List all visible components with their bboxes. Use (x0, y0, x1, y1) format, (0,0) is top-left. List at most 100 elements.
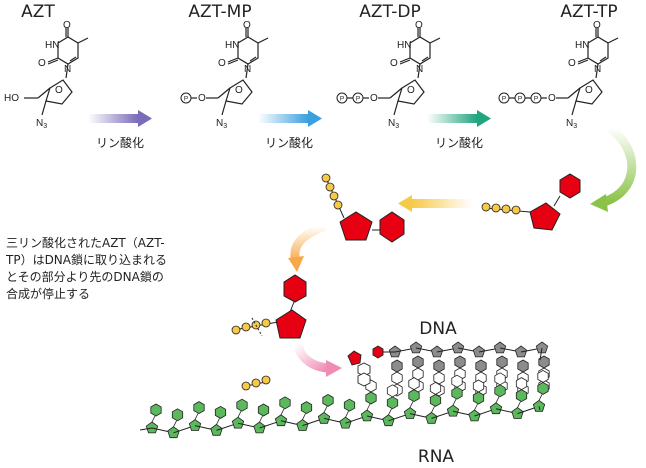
dna-sugar (493, 341, 507, 354)
rna-sugar (253, 421, 266, 434)
rna-sugar (210, 423, 223, 436)
arrow-label-3: リン酸化 (435, 135, 483, 150)
arrow-yellow (398, 195, 472, 212)
title-azt: AZT (21, 2, 55, 22)
pyrimidine-ring (587, 36, 609, 65)
atom-o-left: O (218, 58, 226, 69)
rna-sugar (446, 404, 460, 417)
molecule-azt-dp: O HN O N O O P P N3 (336, 20, 441, 130)
pyrimidine-ring (237, 36, 259, 65)
dna-sugar (451, 341, 465, 354)
incorporated-azt (347, 345, 384, 387)
rna-sugar (511, 407, 524, 419)
atom-o-sugar: O (407, 85, 415, 96)
dna-sugar (514, 345, 528, 358)
atom-n3: N3 (216, 118, 227, 130)
arrow-orange (288, 221, 327, 272)
phosphate-circle (336, 92, 348, 104)
phosphorylation-arrow-3 (427, 110, 491, 127)
released-phosphates (241, 375, 271, 391)
phosphorylation-arrow-2 (258, 110, 322, 127)
arrow-pink (293, 342, 342, 377)
rna-sugar (274, 414, 288, 427)
note-line-1: 三リン酸化されたAZT（AZT- (6, 235, 165, 250)
dna-sugar (409, 341, 423, 354)
rna-sugar (532, 399, 546, 412)
arrow-label-2: リン酸化 (265, 135, 313, 150)
atom-o-sugar: O (235, 85, 243, 96)
atom-ho: HO (4, 93, 19, 104)
atom-hn: HN (575, 40, 589, 51)
title-azt-dp: AZT-DP (359, 2, 421, 22)
schematic-azt-tp-1 (481, 173, 581, 231)
label-dna: DNA (419, 319, 457, 339)
rna-sugar (231, 416, 245, 429)
dna-sugar (430, 345, 444, 358)
phosphate-label: P (340, 96, 344, 103)
rna-sugar (167, 426, 180, 439)
label-rna: RNA (418, 447, 455, 467)
atom-hn: HN (397, 40, 411, 51)
molecule-azt: O HN O N O HO N3 (4, 20, 89, 130)
dna-sugar (535, 341, 549, 354)
phosphate-label: P (518, 96, 522, 103)
phosphorylation-arrow-1 (88, 110, 152, 127)
rna-sugar (489, 402, 503, 415)
atom-n-ring: N (244, 64, 251, 75)
atom-n-ring: N (416, 64, 423, 75)
atom-o-top: O (415, 20, 423, 31)
atom-hn: HN (225, 40, 239, 51)
sugar-ring (575, 79, 603, 105)
sugar-ring (397, 79, 425, 105)
dna-sugar (388, 345, 402, 358)
rna-sugar (317, 411, 331, 424)
phosphate-label: P (502, 96, 506, 103)
atom-hn: HN (45, 40, 59, 51)
phosphate-label: P (534, 96, 538, 103)
rna-sugar (382, 414, 395, 427)
molecule-azt-mp: O HN O N O O P N3 (180, 20, 269, 130)
rna-sugar (145, 421, 159, 434)
atom-n3: N3 (36, 118, 47, 130)
phosphate-circle (180, 92, 192, 104)
schematic-azt-tp-2 (321, 173, 405, 243)
curved-arrow-green (590, 124, 637, 212)
title-azt-tp: AZT-TP (560, 2, 617, 22)
phosphate-label: P (356, 96, 360, 103)
atom-o-top: O (63, 20, 71, 31)
atom-n3: N3 (566, 118, 577, 130)
atom-n-ring: N (594, 64, 601, 75)
atom-n-ring: N (64, 64, 71, 75)
note-line-4: 合成が停止する (6, 286, 90, 301)
phosphate-circle (498, 92, 510, 104)
rna-sugar (296, 419, 309, 431)
atom-o-left: O (390, 58, 398, 69)
arrow-label-1: リン酸化 (96, 135, 144, 150)
rna-sugar (468, 409, 481, 422)
atom-n3: N3 (388, 118, 399, 130)
atom-o-phosphate: O (198, 93, 206, 104)
atom-o-top: O (243, 20, 251, 31)
rna-sugar (188, 419, 202, 431)
pyrimidine-ring (57, 36, 79, 65)
atom-o-sugar: O (55, 85, 63, 96)
rna-sugar (403, 407, 417, 419)
schematic-azt-tp-3 (231, 274, 307, 339)
rna-strand (139, 369, 549, 439)
phosphate-label: P (184, 96, 188, 103)
rna-sugar (360, 409, 374, 422)
sugar-ring (225, 79, 253, 105)
title-azt-mp: AZT-MP (188, 2, 251, 22)
atom-o-left: O (38, 58, 46, 69)
molecule-azt-tp: O HN O N O O P P P N3 (498, 20, 619, 130)
atom-o-left: O (568, 58, 576, 69)
rna-sugar (425, 411, 438, 424)
note-line-3: とその部分より先のDNA鎖の (6, 269, 164, 284)
atom-o-phosphate: O (548, 93, 556, 104)
note-line-2: TP）はDNA鎖に取り込まれる (5, 252, 167, 267)
atom-o-sugar: O (585, 85, 593, 96)
atom-o-phosphate: O (370, 93, 378, 104)
explanation-note: 三リン酸化されたAZT（AZT- TP）はDNA鎖に取り込まれる とその部分より… (5, 235, 167, 301)
sugar-ring (45, 79, 73, 105)
